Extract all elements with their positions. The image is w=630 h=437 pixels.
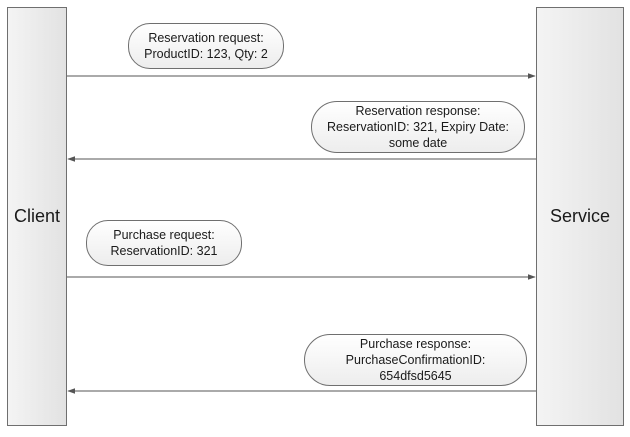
client-label: Client <box>13 206 61 226</box>
message-line: Purchase request: <box>113 228 215 242</box>
message-line: 654dfsd5645 <box>379 369 452 383</box>
message-line: Reservation response: <box>355 104 481 118</box>
service-lifeline: Service <box>536 7 624 426</box>
message-line: ProductID: 123, Qty: 2 <box>144 47 268 61</box>
reservation-response-message: Reservation response: ReservationID: 321… <box>311 101 525 153</box>
purchase-request-message: Purchase request: ReservationID: 321 <box>86 220 242 266</box>
message-line: PurchaseConfirmationID: <box>345 353 486 367</box>
purchase-response-message: Purchase response: PurchaseConfirmationI… <box>304 334 527 386</box>
reservation-request-message: Reservation request: ProductID: 123, Qty… <box>128 23 284 69</box>
message-line: ReservationID: 321 <box>110 244 218 258</box>
message-line: ReservationID: 321, Expiry Date: <box>326 120 510 134</box>
service-label: Service <box>549 206 611 226</box>
message-line: some date <box>388 136 448 150</box>
message-line: Purchase response: <box>359 337 472 351</box>
message-line: Reservation request: <box>148 31 264 45</box>
client-lifeline: Client <box>7 7 67 426</box>
